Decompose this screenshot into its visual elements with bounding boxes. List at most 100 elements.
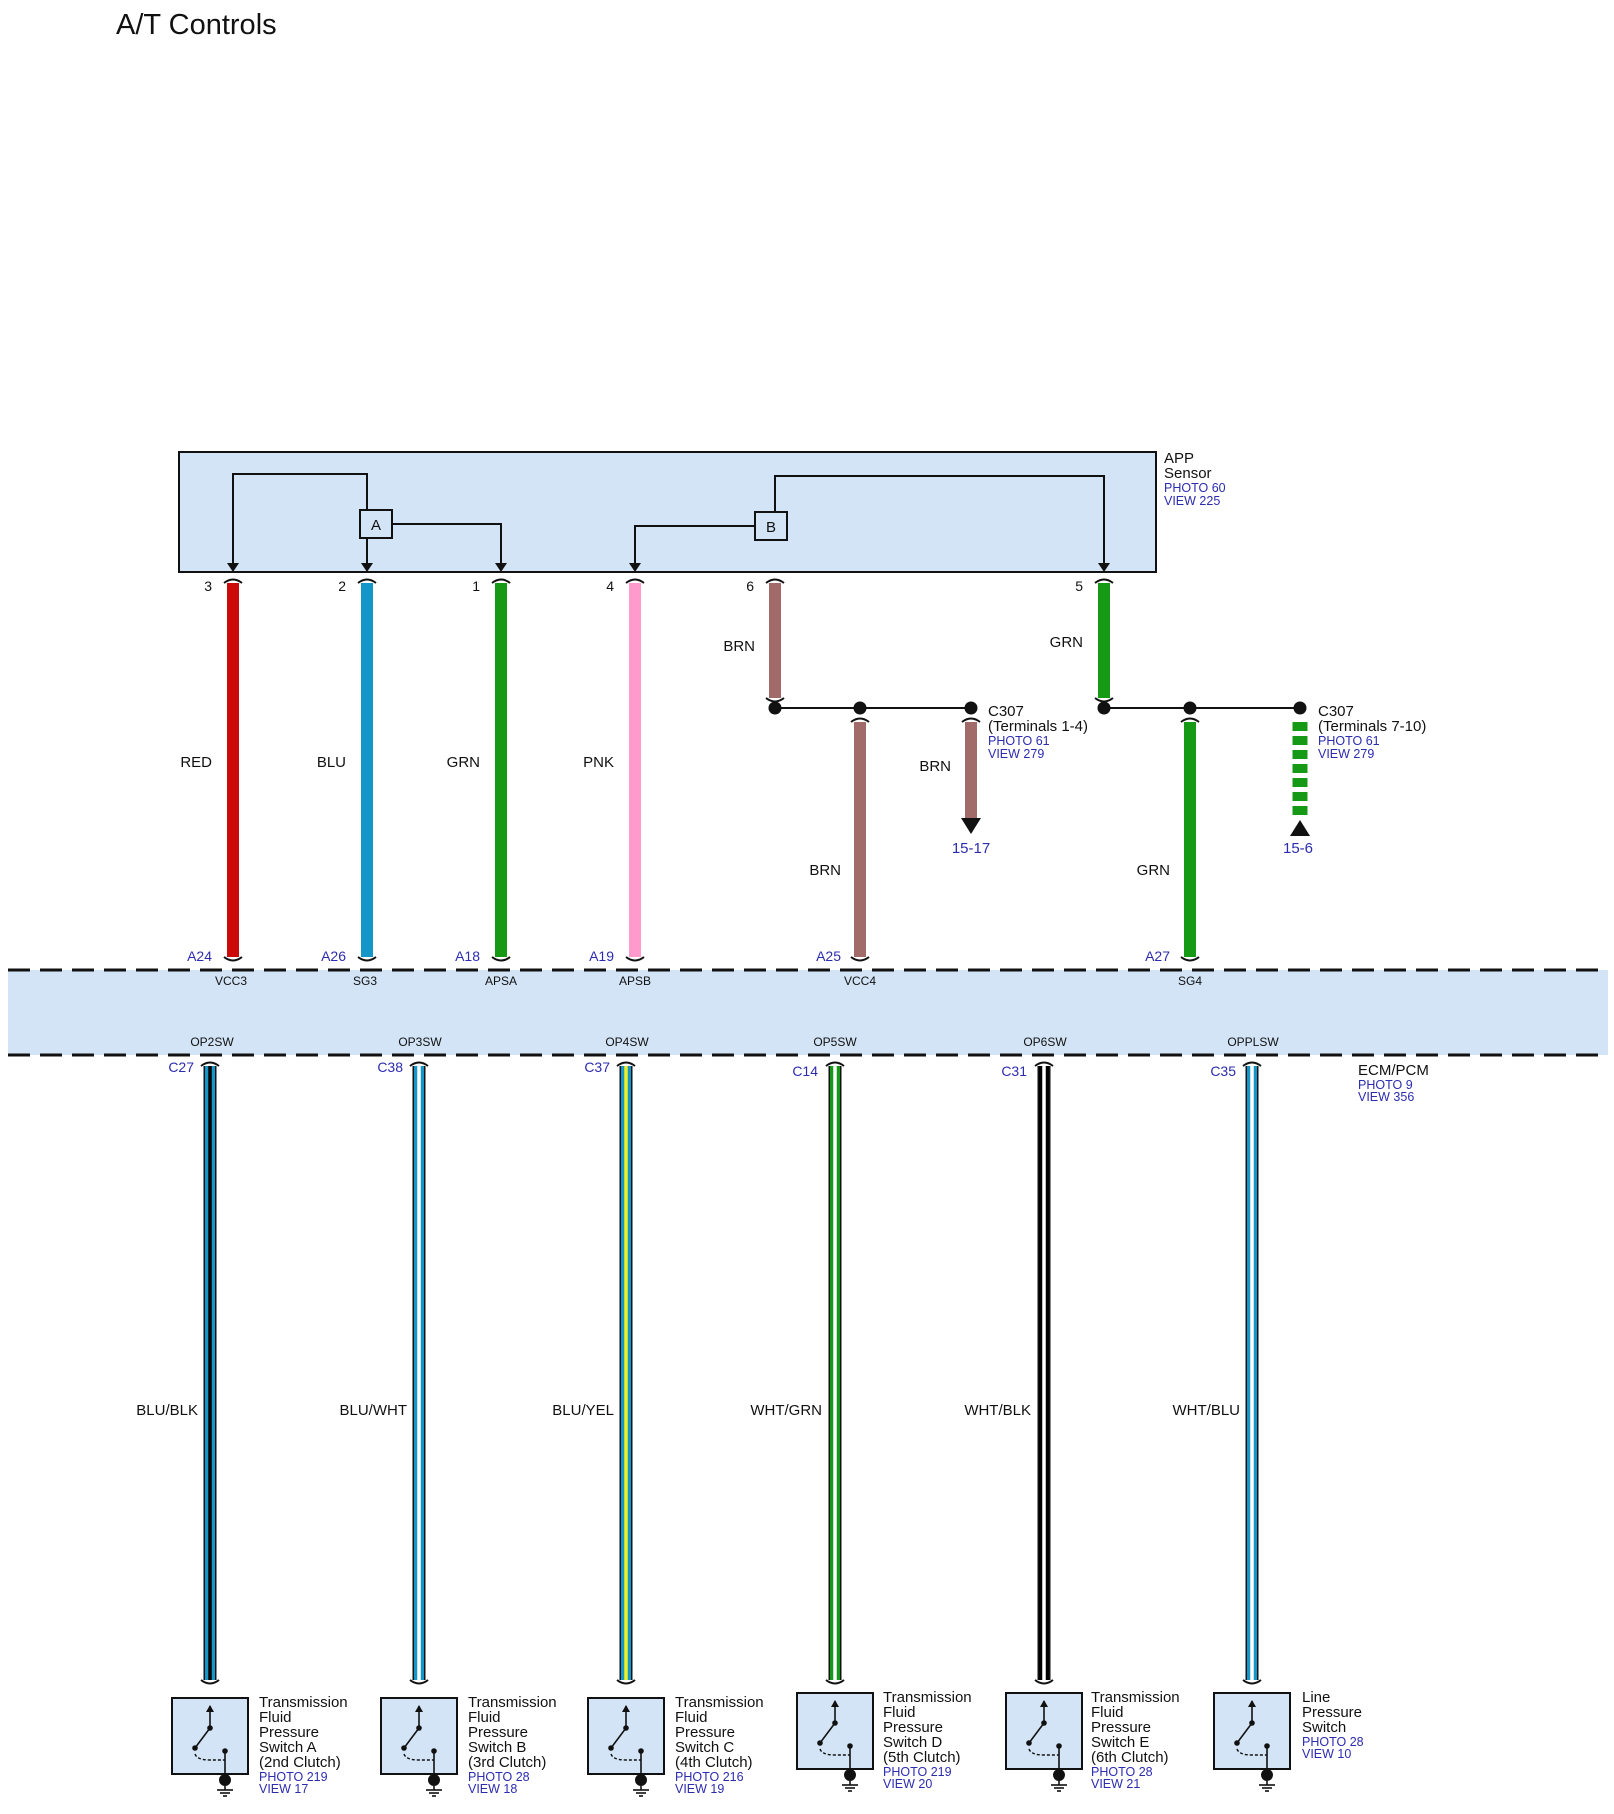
op2sw-bottom-cap	[200, 1679, 220, 1685]
device-line-line2: Pressure	[1302, 1704, 1362, 1721]
ground-terminal-op2sw	[219, 1774, 231, 1786]
app-sensor-arrowheads	[227, 563, 1110, 572]
device-c-photo[interactable]: PHOTO 216	[675, 1770, 744, 1784]
block-a	[359, 509, 393, 539]
op4sw-bottom-cap	[616, 1679, 636, 1685]
pin-2: 2	[338, 578, 346, 594]
c307-b-view[interactable]: VIEW 279	[1318, 747, 1374, 761]
wire-layer	[171, 578, 1310, 1797]
signal-op2sw: OP2SW	[190, 1035, 234, 1049]
signal-op4sw: OP4SW	[605, 1035, 649, 1049]
color-label-wht-grn: WHT/GRN	[750, 1402, 822, 1419]
device-b-view[interactable]: VIEW 18	[468, 1782, 517, 1796]
switch-contact-left-op2sw	[192, 1745, 198, 1751]
signal-op5sw: OP5SW	[813, 1035, 857, 1049]
color-label-wht-blu: WHT/BLU	[1173, 1402, 1241, 1419]
wire-terminal-a18: A18	[455, 948, 480, 964]
ecm-view[interactable]: VIEW 356	[1358, 1090, 1414, 1104]
switch-arrow-icon-op2sw	[206, 1705, 214, 1712]
ref-15-17[interactable]: 15-17	[952, 840, 990, 857]
c307-b-photo[interactable]: PHOTO 61	[1318, 734, 1380, 748]
switch-arrow-icon-op6sw	[1040, 1700, 1048, 1707]
op6sw-bottom-cap	[1034, 1679, 1054, 1685]
signal-apsb: APSB	[619, 974, 651, 988]
grn-junction-mid	[1183, 701, 1197, 715]
grn-pin5-bottom-cap	[1094, 697, 1114, 703]
wire-terminal-a25: A25	[816, 948, 841, 964]
device-d-view[interactable]: VIEW 20	[883, 1777, 932, 1791]
wire-red-bottom-cap	[223, 956, 243, 962]
signal-opplsw: OPPLSW	[1227, 1035, 1279, 1049]
pin-5: 5	[1075, 578, 1083, 594]
switch-arrow-icon-op4sw	[622, 1705, 630, 1712]
device-line-line1: Line	[1302, 1689, 1330, 1706]
device-e-line2: Fluid	[1091, 1704, 1124, 1721]
device-b-photo[interactable]: PHOTO 28	[468, 1770, 530, 1784]
wire-terminal-a24: A24	[187, 948, 212, 964]
grn-pin5-top-cap	[1094, 578, 1114, 584]
op5sw-top-cap	[825, 1061, 845, 1067]
device-a-line5: (2nd Clutch)	[259, 1754, 341, 1771]
device-d-photo[interactable]: PHOTO 219	[883, 1765, 952, 1779]
switch-contact-left-opplsw	[1234, 1740, 1240, 1746]
device-d-line5: (5th Clutch)	[883, 1749, 961, 1766]
wire-blu-bottom-cap	[357, 956, 377, 962]
switch-blade-op3sw	[403, 1727, 420, 1749]
block-b-label: B	[766, 519, 776, 536]
op3sw-top-cap	[409, 1061, 429, 1067]
brn-pin6-top-cap	[765, 578, 785, 584]
wire-terminal-a19: A19	[589, 948, 614, 964]
device-a-photo[interactable]: PHOTO 219	[259, 1770, 328, 1784]
ground-terminal-op3sw	[428, 1774, 440, 1786]
wire-color-label-grn: GRN	[447, 754, 480, 771]
switch-dashed-link-op2sw	[194, 1753, 225, 1761]
arrow-down-icon[interactable]	[961, 818, 981, 834]
switch-dashed-link-op4sw	[610, 1753, 641, 1761]
signal-op3sw: OP3SW	[398, 1035, 442, 1049]
signal-vcc3: VCC3	[215, 974, 247, 988]
ground-terminal-op4sw	[635, 1774, 647, 1786]
op4sw-top-cap	[616, 1061, 636, 1067]
device-line-view[interactable]: VIEW 10	[1302, 1747, 1351, 1761]
device-e-photo[interactable]: PHOTO 28	[1091, 1765, 1153, 1779]
c307-a-photo[interactable]: PHOTO 61	[988, 734, 1050, 748]
terminal-c35: C35	[1210, 1063, 1236, 1079]
brn-a25-bottom-cap	[850, 956, 870, 962]
device-b-line2: Fluid	[468, 1709, 501, 1726]
device-c-line2: Fluid	[675, 1709, 708, 1726]
app-sensor-photo[interactable]: PHOTO 60	[1164, 481, 1226, 495]
wire-pnk-top-cap	[625, 578, 645, 584]
static-layer: A/T Controls APP Sensor PHOTO 60 VIEW 22…	[8, 9, 1608, 1796]
wire-grn-top-cap	[491, 578, 511, 584]
switch-contact-left-op6sw	[1026, 1740, 1032, 1746]
device-b-line4: Switch B	[468, 1739, 526, 1756]
color-label-blu-blk: BLU/BLK	[136, 1402, 198, 1419]
c307-a-view[interactable]: VIEW 279	[988, 747, 1044, 761]
grn-a27-top-cap	[1180, 717, 1200, 723]
device-c-view[interactable]: VIEW 19	[675, 1782, 724, 1796]
brn-a25-top-cap	[850, 717, 870, 723]
device-e-view[interactable]: VIEW 21	[1091, 1777, 1140, 1791]
wire-blu-top-cap	[357, 578, 377, 584]
device-a-view[interactable]: VIEW 17	[259, 1782, 308, 1796]
arrow-up-icon[interactable]	[1290, 820, 1310, 836]
app-sensor-name-line1: APP	[1164, 450, 1194, 467]
brn-connector-pin	[964, 701, 978, 715]
app-sensor-view[interactable]: VIEW 225	[1164, 494, 1220, 508]
device-e-line4: Switch E	[1091, 1734, 1149, 1751]
pin-4: 4	[606, 578, 614, 594]
wire-grn-bottom-cap	[491, 956, 511, 962]
brn-pin6-bottom-cap	[765, 697, 785, 703]
ecm-photo[interactable]: PHOTO 9	[1358, 1078, 1413, 1092]
device-line-photo[interactable]: PHOTO 28	[1302, 1735, 1364, 1749]
ref-15-6[interactable]: 15-6	[1283, 840, 1313, 857]
brn-junction-mid	[853, 701, 867, 715]
pin-6: 6	[746, 578, 754, 594]
wire-color-label-blu: BLU	[317, 754, 346, 771]
grn-connector-pin	[1293, 701, 1307, 715]
device-d-line3: Pressure	[883, 1719, 943, 1736]
wire-terminal-a26: A26	[321, 948, 346, 964]
terminal-c38: C38	[377, 1059, 403, 1075]
device-b-line5: (3rd Clutch)	[468, 1754, 546, 1771]
page-title: A/T Controls	[116, 9, 277, 41]
